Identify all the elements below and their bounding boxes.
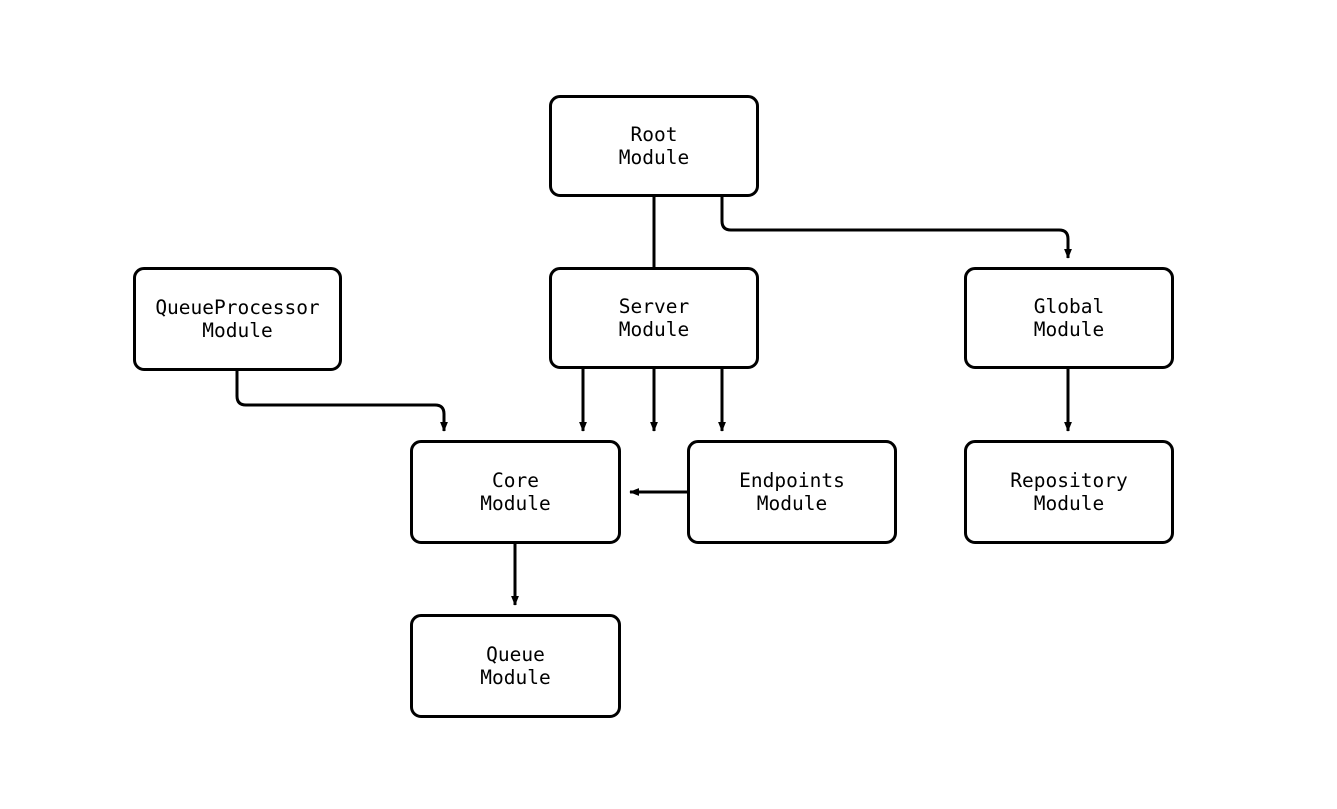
node-root-module-label-line1: Root [630, 123, 678, 146]
node-server-module-label-line1: Server [618, 295, 690, 318]
node-global-module-label-line2: Module [1033, 318, 1105, 341]
node-server-module-label-line2: Module [618, 318, 690, 341]
node-repository-module-label-line1: Repository [1010, 469, 1128, 492]
node-endpoints-module-label-line2: Module [756, 492, 828, 515]
node-endpoints-module[interactable]: Endpoints Module [687, 440, 897, 544]
node-repository-module-label-line2: Module [1033, 492, 1105, 515]
node-root-module[interactable]: Root Module [549, 95, 759, 197]
node-queue-module-label-line2: Module [480, 666, 551, 689]
node-server-module[interactable]: Server Module [549, 267, 759, 369]
node-root-module-label-line2: Module [618, 146, 690, 169]
edge-root-to-global [720, 197, 1072, 259]
node-queueprocessor-module-label-line2: Module [202, 319, 273, 342]
node-repository-module[interactable]: Repository Module [964, 440, 1174, 544]
node-queueprocessor-module-label-line1: QueueProcessor [155, 296, 320, 319]
edge-queueprocessor-to-core [235, 371, 448, 432]
node-queueprocessor-module[interactable]: QueueProcessor Module [133, 267, 342, 371]
node-core-module[interactable]: Core Module [410, 440, 621, 544]
node-global-module-label-line1: Global [1033, 295, 1105, 318]
node-global-module[interactable]: Global Module [964, 267, 1174, 369]
node-endpoints-module-label-line1: Endpoints [739, 469, 845, 492]
node-core-module-label-line1: Core [492, 469, 539, 492]
node-queue-module[interactable]: Queue Module [410, 614, 621, 718]
node-core-module-label-line2: Module [480, 492, 551, 515]
node-queue-module-label-line1: Queue [486, 643, 545, 666]
